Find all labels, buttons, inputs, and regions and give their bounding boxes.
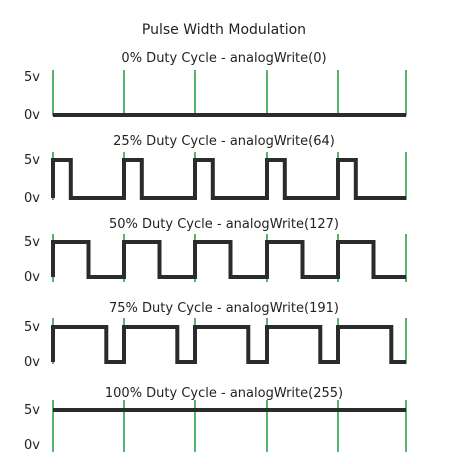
panel-label: 75% Duty Cycle - analogWrite(191) xyxy=(109,301,339,316)
pwm-panel-1: 0% Duty Cycle - analogWrite(0) 5v 0v xyxy=(24,51,407,123)
voltage-high-label: 5v xyxy=(24,403,40,418)
pwm-waveform xyxy=(51,158,406,200)
voltage-low-label: 0v xyxy=(24,191,40,206)
voltage-high-label: 5v xyxy=(24,235,40,250)
voltage-low-label: 0v xyxy=(24,108,40,123)
pwm-waveform xyxy=(51,325,406,364)
panel-label: 100% Duty Cycle - analogWrite(255) xyxy=(105,386,343,401)
pwm-waveform xyxy=(51,240,406,279)
panel-label: 0% Duty Cycle - analogWrite(0) xyxy=(121,51,326,66)
pwm-panel-2: 25% Duty Cycle - analogWrite(64) 5v 0v xyxy=(24,134,407,206)
voltage-low-label: 0v xyxy=(24,270,40,285)
voltage-low-label: 0v xyxy=(24,355,40,370)
pwm-panel-3: 50% Duty Cycle - analogWrite(127) 5v 0v xyxy=(24,217,407,285)
voltage-high-label: 5v xyxy=(24,320,40,335)
panel-label: 50% Duty Cycle - analogWrite(127) xyxy=(109,217,339,232)
pwm-panel-5: 100% Duty Cycle - analogWrite(255) 5v 0v xyxy=(24,386,407,453)
panel-label: 25% Duty Cycle - analogWrite(64) xyxy=(113,134,335,149)
voltage-high-label: 5v xyxy=(24,70,40,85)
diagram-title: Pulse Width Modulation xyxy=(142,22,306,38)
voltage-high-label: 5v xyxy=(24,153,40,168)
voltage-low-label: 0v xyxy=(24,438,40,453)
pwm-panel-4: 75% Duty Cycle - analogWrite(191) 5v 0v xyxy=(24,301,407,370)
